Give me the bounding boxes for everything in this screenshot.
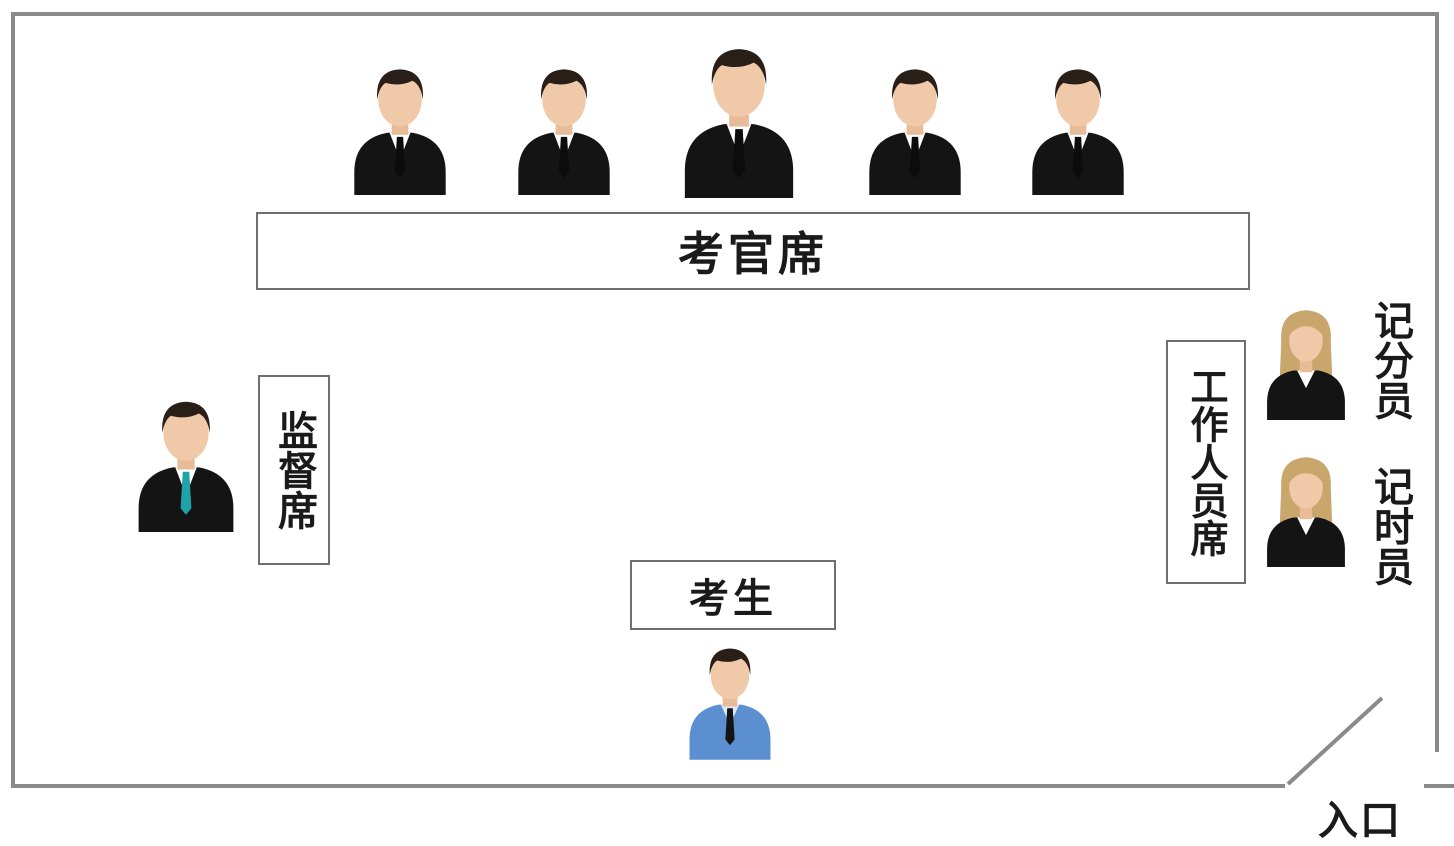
- examiner-person-icon: [862, 60, 968, 195]
- timer-label: 记时员: [1367, 466, 1414, 586]
- scorer-label: 记分员: [1367, 300, 1414, 420]
- examiner-seat-label: 考官席: [678, 227, 828, 281]
- examiner-person-icon: [1025, 60, 1131, 195]
- door-swing-line: [1286, 696, 1384, 786]
- candidate-person-icon: [684, 640, 776, 760]
- staff-seat-box: 工作人员席: [1166, 340, 1246, 584]
- lead-examiner-person-icon: [672, 38, 806, 198]
- supervisor-seat-label: 监督席: [271, 410, 318, 530]
- examiner-seat-box: 考官席: [256, 212, 1250, 290]
- examiner-person-icon: [347, 60, 453, 195]
- door-frame: [1424, 784, 1454, 788]
- entrance-gap: [1285, 782, 1445, 794]
- supervisor-seat-box: 监督席: [258, 375, 330, 565]
- timer-person-icon: [1260, 452, 1352, 567]
- candidate-label: 考生: [689, 575, 777, 622]
- candidate-box: 考生: [630, 560, 836, 630]
- room-wall: [11, 12, 1439, 788]
- scorer-person-icon: [1260, 305, 1352, 420]
- room-wall-right: [1435, 12, 1439, 752]
- staff-seat-label: 工作人员席: [1184, 367, 1229, 557]
- supervisor-person-icon: [126, 392, 246, 532]
- examiner-person-icon: [511, 60, 617, 195]
- entrance-label: 入口: [1318, 797, 1402, 844]
